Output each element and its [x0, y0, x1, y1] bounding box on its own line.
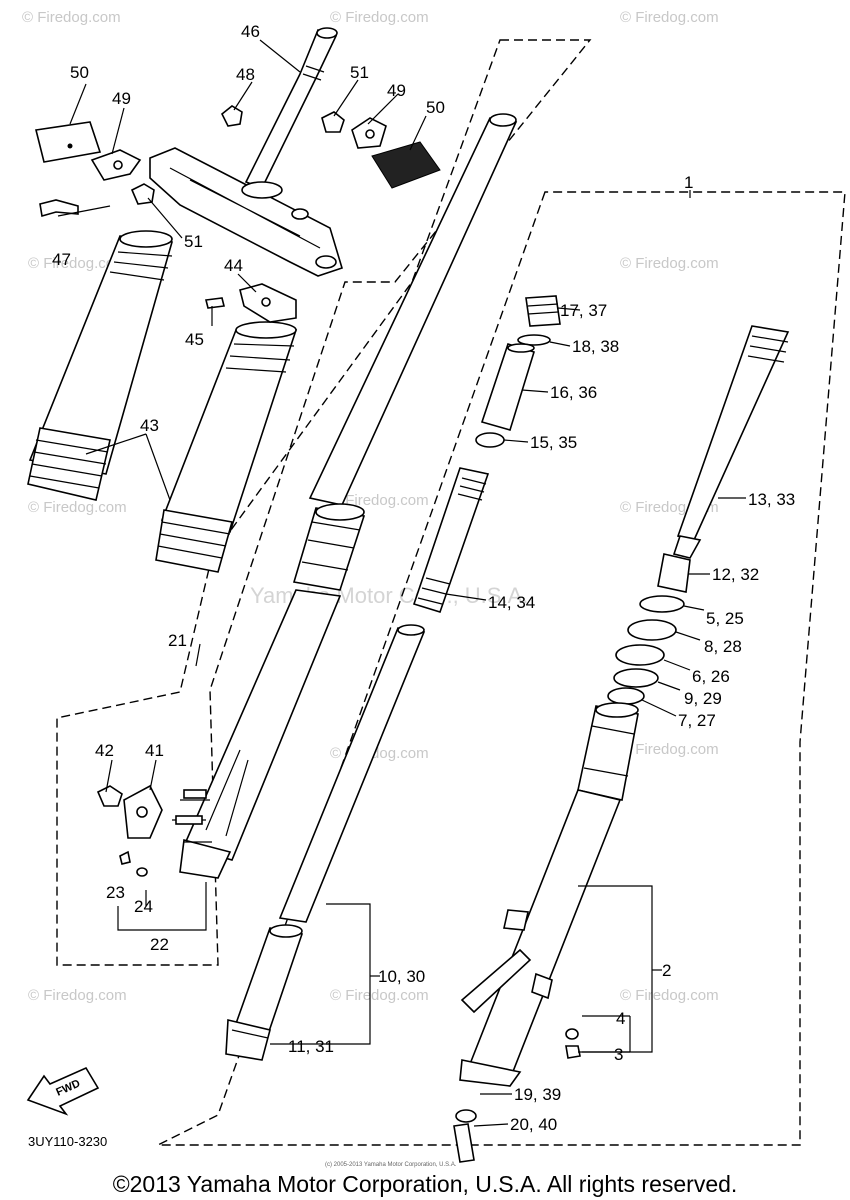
- group-outline-21: [56, 39, 592, 966]
- label-12-32: 12, 32: [712, 565, 759, 584]
- watermark: © Firedog.com: [28, 987, 127, 1004]
- diagram-code: 3UY110-3230: [28, 1134, 107, 1149]
- label-18-38: 18, 38: [572, 337, 619, 356]
- label-9-29: 9, 29: [684, 689, 722, 708]
- watermark: © Firedog.com: [620, 255, 719, 272]
- label-42: 42: [95, 741, 114, 760]
- watermark: © Firedog.com: [330, 9, 429, 26]
- label-23: 23: [106, 883, 125, 902]
- label-3: 3: [614, 1045, 623, 1064]
- label-50: 50: [426, 98, 445, 117]
- label-14-34: 14, 34: [488, 593, 535, 612]
- label-6-26: 6, 26: [692, 667, 730, 686]
- watermark: © Firedog.com: [330, 492, 429, 509]
- label-24: 24: [134, 897, 153, 916]
- label-49: 49: [112, 89, 131, 108]
- label-8-28: 8, 28: [704, 637, 742, 656]
- label-20-40: 20, 40: [510, 1115, 557, 1134]
- fwd-arrow-icon: FWD: [26, 1066, 100, 1116]
- label-16-36: 16, 36: [550, 383, 597, 402]
- watermark: © Firedog.com: [330, 987, 429, 1004]
- plate-50-left: [35, 121, 102, 163]
- part-labels: 46 48 50 49 51 49 50 47 51 44 45 43 1 17…: [52, 22, 795, 1134]
- leader-lines: [57, 39, 746, 1127]
- label-11-31: 11, 31: [288, 1037, 334, 1056]
- watermark: © Firedog.com: [28, 255, 127, 272]
- label-47: 47: [52, 250, 71, 269]
- label-17-37: 17, 37: [560, 301, 607, 320]
- label-21: 21: [168, 631, 187, 650]
- inner-tube-10-30: [225, 624, 426, 1061]
- watermark: © Firedog.com: [620, 9, 719, 26]
- plate-50-right: [371, 141, 441, 189]
- watermark: © Firedog.com: [22, 9, 121, 26]
- label-51: 51: [184, 232, 203, 251]
- label-43: 43: [140, 416, 159, 435]
- label-7-27: 7, 27: [678, 711, 716, 730]
- watermark: © Firedog.com: [620, 987, 719, 1004]
- label-19-39: 19, 39: [514, 1085, 561, 1104]
- fine-print: (c) 2005-2013 Yamaha Motor Corporation, …: [325, 1162, 457, 1168]
- label-44: 44: [224, 256, 243, 275]
- watermark: © Firedog.com: [620, 741, 719, 758]
- label-48: 48: [236, 65, 255, 84]
- right-fork-assembly: [453, 325, 790, 1163]
- steering-stem-assembly: [35, 27, 441, 277]
- label-15-35: 15, 35: [530, 433, 577, 452]
- label-22: 22: [150, 935, 169, 954]
- label-5-25: 5, 25: [706, 609, 744, 628]
- label-4: 4: [616, 1009, 625, 1028]
- fork-boots: [27, 230, 298, 573]
- watermark: © Firedog.com: [28, 499, 127, 516]
- label-13-33: 13, 33: [748, 490, 795, 509]
- label-2: 2: [662, 961, 671, 980]
- label-50: 50: [70, 63, 89, 82]
- outer-tube-21: [96, 113, 518, 879]
- label-49: 49: [387, 81, 406, 100]
- bracket-44: [205, 283, 297, 323]
- damper-parts: [412, 295, 561, 613]
- label-41: 41: [145, 741, 164, 760]
- label-10-30: 10, 30: [378, 967, 425, 986]
- copyright-notice: ©2013 Yamaha Motor Corporation, U.S.A. A…: [113, 1171, 738, 1197]
- label-1: 1: [684, 173, 693, 192]
- group-outline-10-30: [157, 191, 846, 1146]
- label-45: 45: [185, 330, 204, 349]
- label-46: 46: [241, 22, 260, 41]
- label-51: 51: [350, 63, 369, 82]
